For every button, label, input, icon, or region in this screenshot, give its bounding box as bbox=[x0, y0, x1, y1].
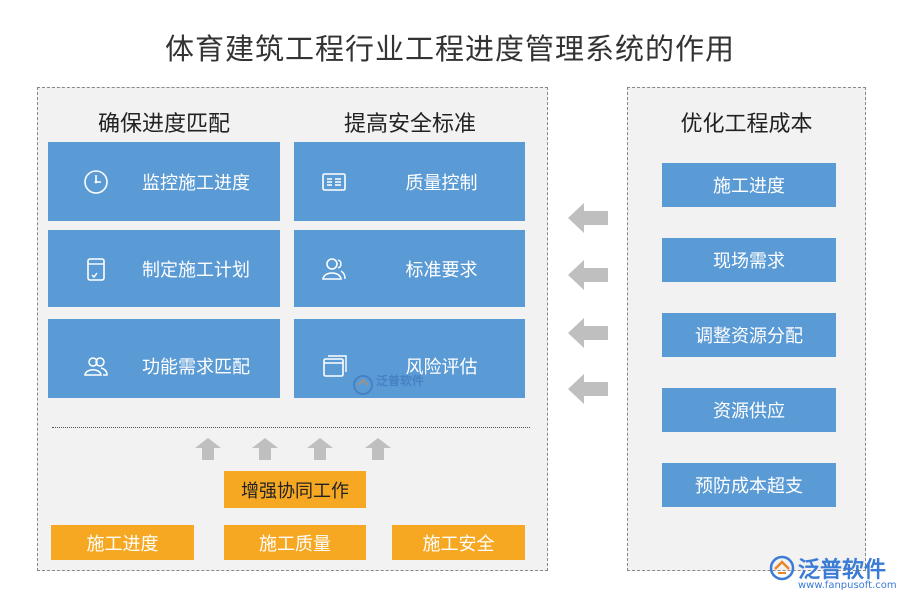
col1-heading: 确保进度匹配 bbox=[97, 112, 230, 137]
watermark-logo-icon bbox=[353, 375, 373, 395]
up-arrow-icon bbox=[307, 438, 333, 460]
window-icon bbox=[323, 355, 347, 378]
up-arrow-icon bbox=[252, 438, 278, 460]
right-item-resource-allocation: 调整资源分配 bbox=[662, 313, 836, 357]
clock-icon bbox=[84, 169, 108, 194]
left-arrow-icon bbox=[568, 203, 608, 233]
page-title: 体育建筑工程行业工程进度管理系统的作用 bbox=[164, 32, 735, 66]
document-icon bbox=[87, 257, 105, 281]
watermark: 泛普软件 bbox=[352, 372, 432, 398]
box-label: 标准要求 bbox=[405, 259, 478, 281]
function-match-box: 功能需求匹配 bbox=[48, 319, 280, 398]
brand-logo: 泛普软件 www.fanpusoft.com bbox=[768, 552, 897, 598]
left-arrow-icon bbox=[568, 260, 608, 290]
left-arrow-icon bbox=[568, 318, 608, 348]
right-item-progress: 施工进度 bbox=[662, 163, 836, 207]
make-plan-box: 制定施工计划 bbox=[48, 230, 280, 307]
right-item-site-demand: 现场需求 bbox=[662, 238, 836, 282]
brand-url: www.fanpusoft.com bbox=[798, 580, 897, 591]
brand-name: 泛普软件 bbox=[798, 558, 887, 583]
right-item-resource-supply: 资源供应 bbox=[662, 388, 836, 432]
collaboration-box: 增强协同工作 bbox=[224, 471, 366, 508]
box-label: 质量控制 bbox=[405, 172, 478, 194]
left-arrow-icon bbox=[568, 374, 608, 404]
standard-requirement-box: 标准要求 bbox=[294, 230, 525, 307]
right-item-cost-overrun: 预防成本超支 bbox=[662, 463, 836, 507]
risk-assessment-box: 风险评估 bbox=[294, 319, 525, 398]
box-label: 功能需求匹配 bbox=[142, 357, 250, 379]
box-label: 制定施工计划 bbox=[142, 259, 250, 281]
bottom-box-progress: 施工进度 bbox=[51, 525, 194, 560]
up-arrow-icon bbox=[365, 438, 391, 460]
watermark-text: 泛普软件 bbox=[376, 374, 425, 388]
box-label: 监控施工进度 bbox=[142, 172, 250, 194]
users-icon bbox=[84, 357, 108, 377]
bottom-box-safety: 施工安全 bbox=[392, 525, 525, 560]
right-heading: 优化工程成本 bbox=[680, 112, 813, 137]
up-arrow-icon bbox=[195, 438, 221, 460]
col2-heading: 提高安全标准 bbox=[343, 112, 476, 137]
quality-control-box: 质量控制 bbox=[294, 142, 525, 221]
box-label: 风险评估 bbox=[405, 357, 478, 379]
dotted-divider bbox=[52, 427, 530, 428]
bottom-box-quality: 施工质量 bbox=[224, 525, 366, 560]
form-icon bbox=[322, 172, 346, 191]
monitor-progress-box: 监控施工进度 bbox=[48, 142, 280, 221]
brand-logo-icon bbox=[769, 555, 795, 581]
user-icon bbox=[322, 257, 346, 280]
